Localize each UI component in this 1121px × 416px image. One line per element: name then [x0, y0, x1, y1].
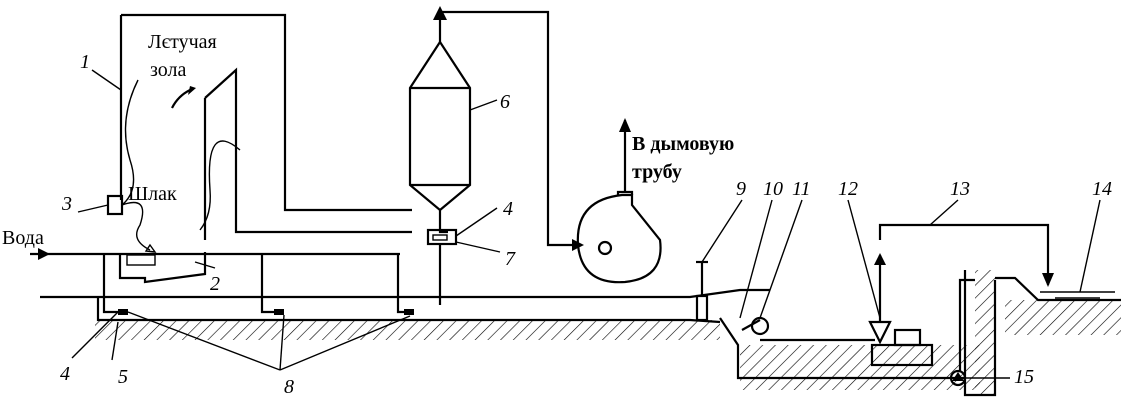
number-5: 5: [118, 366, 128, 388]
flush-nozzles: [102, 254, 414, 315]
number-6: 6: [500, 91, 510, 113]
slag-crusher: [126, 254, 156, 266]
number-14: 14: [1092, 178, 1112, 200]
number-12: 12: [838, 178, 858, 200]
label-water: Вода: [2, 227, 44, 249]
label-fly-ash-1: Лєтучая: [148, 31, 217, 53]
fly-ash-curve: [121, 79, 139, 206]
number-8: 8: [284, 376, 294, 398]
number-10: 10: [763, 178, 783, 200]
number-13: 13: [950, 178, 970, 200]
number-7: 7: [505, 248, 516, 270]
exhaust-fan: [576, 118, 662, 284]
ash-feeder: [426, 228, 458, 305]
label-chimney-2: трубу: [632, 161, 682, 183]
slag-bath: [118, 252, 207, 284]
drain-pump: [949, 270, 997, 397]
slurry-pipeline: [878, 223, 1050, 285]
label-chimney-1: В дымовую: [632, 133, 734, 155]
number-9: 9: [736, 178, 746, 200]
fly-ash-arrow: [171, 89, 191, 109]
ash-collector: [408, 6, 472, 234]
number-11: 11: [792, 178, 811, 200]
flue-duct: [440, 10, 572, 247]
number-2: 2: [210, 273, 220, 295]
slag-channel: [40, 288, 770, 340]
ash-pond: [995, 276, 1121, 335]
leader-lines: [71, 69, 1101, 379]
label-slag: Шлак: [128, 183, 177, 205]
label-fly-ash-2: зола: [150, 59, 187, 81]
number-4-feeder: 4: [503, 198, 513, 220]
gate: [695, 260, 709, 322]
slurry-pump: [760, 253, 934, 367]
number-3: 3: [61, 193, 72, 215]
number-4-crusher: 4: [60, 363, 70, 385]
number-1: 1: [80, 51, 90, 73]
number-15: 15: [1014, 366, 1034, 388]
boiler: [119, 13, 412, 240]
slag-pit: [719, 316, 980, 390]
